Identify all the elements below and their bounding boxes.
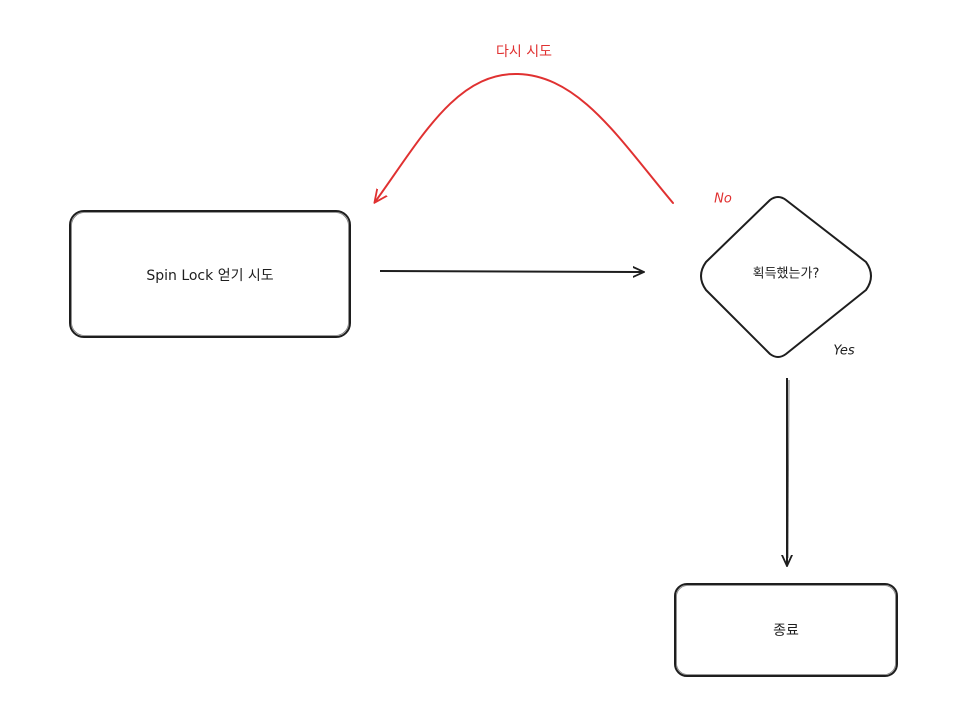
decision-node[interactable]: 획득했는가? xyxy=(700,196,872,358)
end-node[interactable]: 종료 xyxy=(674,583,898,677)
edge-start-to-decision[interactable] xyxy=(379,271,643,272)
retry-label: 다시 시도 xyxy=(496,44,552,60)
yes-label: Yes xyxy=(833,344,855,359)
decision-node-label: 획득했는가? xyxy=(753,266,820,282)
end-node-label: 종료 xyxy=(773,623,799,639)
start-node[interactable]: Spin Lock 얻기 시도 xyxy=(69,210,351,338)
edge-decision-to-end[interactable] xyxy=(787,378,789,565)
no-label: No xyxy=(714,192,732,207)
edge-retry[interactable]: 다시 시도 xyxy=(375,44,674,203)
start-node-label: Spin Lock 얻기 시도 xyxy=(146,268,273,284)
